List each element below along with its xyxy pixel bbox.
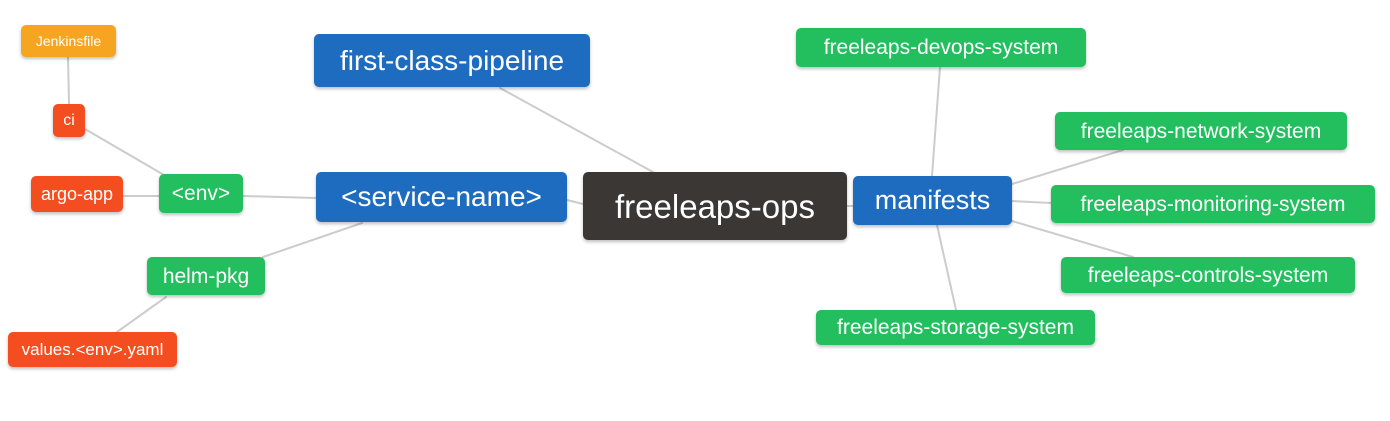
edge-first-class-pipeline-to-freeleaps-ops xyxy=(499,87,654,173)
edge-manifests-to-freeleaps-network-system xyxy=(1011,149,1124,185)
edge-ci-to-env xyxy=(84,128,165,176)
node-jenkinsfile[interactable]: Jenkinsfile xyxy=(21,25,116,57)
node-freeleaps-monitoring-system[interactable]: freeleaps-monitoring-system xyxy=(1051,185,1375,223)
edge-env-to-service-name xyxy=(242,195,317,199)
edge-service-name-to-helm-pkg xyxy=(262,222,363,258)
node-freeleaps-ops[interactable]: freeleaps-ops xyxy=(583,172,847,240)
node-service-name[interactable]: <service-name> xyxy=(316,172,567,222)
node-manifests[interactable]: manifests xyxy=(853,176,1012,225)
node-ci[interactable]: ci xyxy=(53,104,85,137)
edge-manifests-to-freeleaps-storage-system xyxy=(936,224,957,311)
node-freeleaps-controls-system[interactable]: freeleaps-controls-system xyxy=(1061,257,1355,293)
edge-manifests-to-freeleaps-devops-system xyxy=(931,66,941,177)
edge-manifests-to-freeleaps-controls-system xyxy=(1011,220,1134,258)
edge-helm-pkg-to-values-env-yaml xyxy=(116,296,167,333)
node-values-env-yaml[interactable]: values.<env>.yaml xyxy=(8,332,177,367)
node-freeleaps-storage-system[interactable]: freeleaps-storage-system xyxy=(816,310,1095,345)
edge-manifests-to-freeleaps-monitoring-system xyxy=(1011,200,1052,204)
node-freeleaps-network-system[interactable]: freeleaps-network-system xyxy=(1055,112,1347,150)
edge-service-name-to-freeleaps-ops xyxy=(566,199,584,205)
edge-jenkinsfile-to-ci xyxy=(67,56,70,105)
node-helm-pkg[interactable]: helm-pkg xyxy=(147,257,265,295)
node-argo-app[interactable]: argo-app xyxy=(31,176,123,212)
node-freeleaps-devops-system[interactable]: freeleaps-devops-system xyxy=(796,28,1086,67)
node-first-class-pipeline[interactable]: first-class-pipeline xyxy=(314,34,590,87)
node-env[interactable]: <env> xyxy=(159,174,243,213)
